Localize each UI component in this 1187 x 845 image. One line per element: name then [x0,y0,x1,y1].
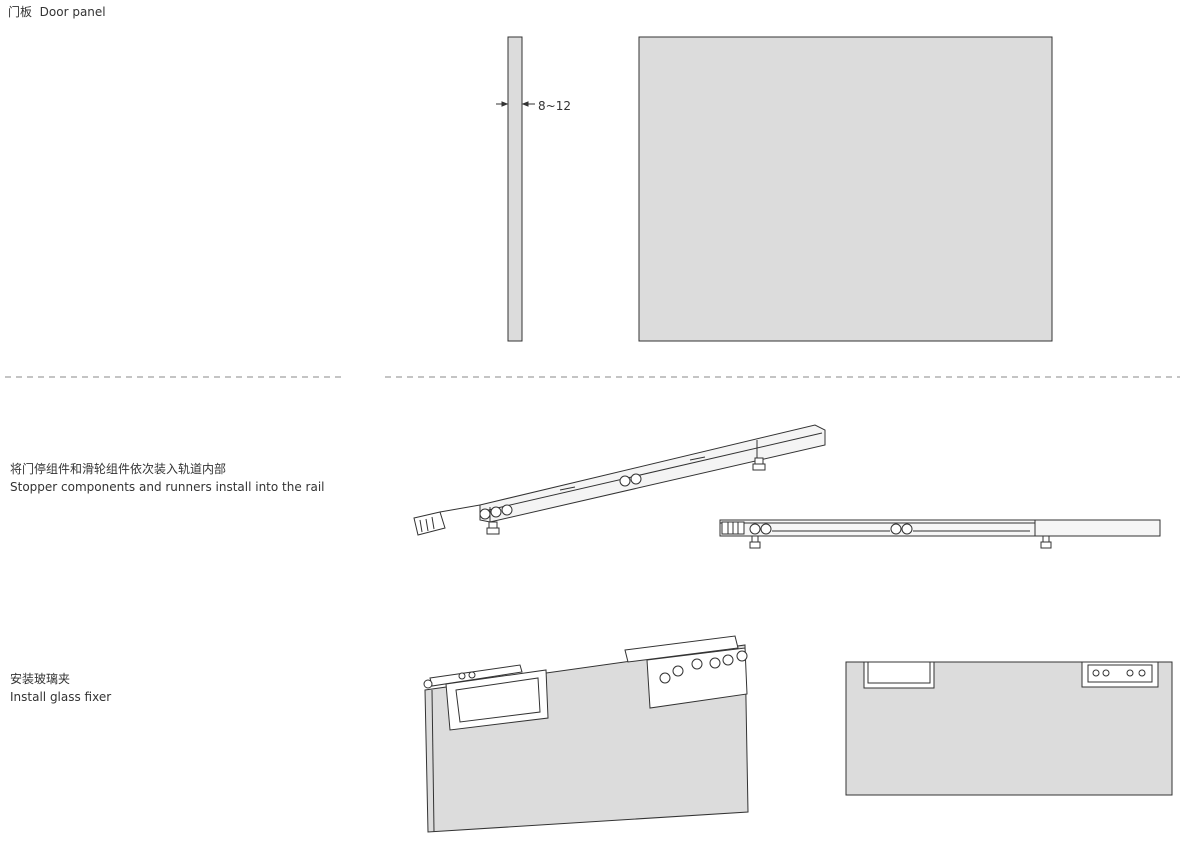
rail-perspective-view [413,424,826,536]
stopper-caption-en: Stopper components and runners install i… [10,480,325,494]
rail-side-view [719,519,1161,549]
stopper-caption: 将门停组件和滑轮组件依次装入轨道内部 Stopper components an… [10,460,325,496]
glass-fixer-caption: 安装玻璃夹 Install glass fixer [10,670,111,706]
thickness-dimension-arrows [496,101,535,107]
thickness-dimension-label: 8~12 [538,99,571,113]
door-panel-title-en: Door panel [39,5,106,19]
glass-panel-front-view [845,661,1173,796]
stopper-caption-cn: 将门停组件和滑轮组件依次装入轨道内部 [10,462,227,476]
door-panel-side-view [507,36,523,342]
door-panel-front-view [638,36,1053,342]
glass-fixer-caption-cn: 安装玻璃夹 [10,672,71,686]
glass-fixer-caption-en: Install glass fixer [10,690,112,704]
door-panel-title-cn: 门板 [8,5,33,19]
door-panel-title: 门板 Door panel [8,3,106,21]
glass-panel-perspective-view [423,635,749,833]
